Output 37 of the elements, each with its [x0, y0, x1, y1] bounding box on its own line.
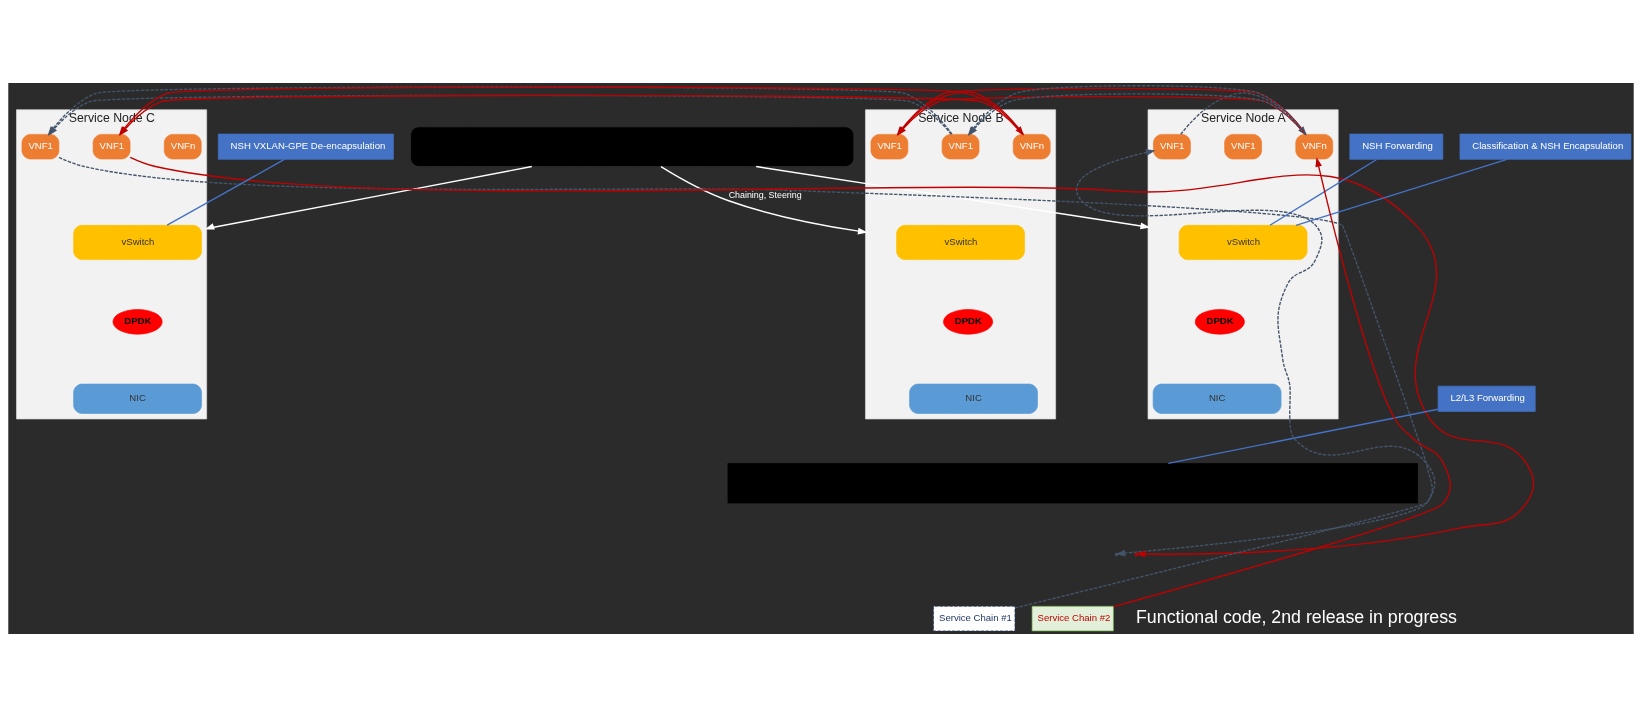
node-box: NSH VXLAN-GPE De-encapsulation	[217, 133, 394, 160]
node-box: VNF1	[92, 134, 131, 160]
node-box: VNF1	[941, 134, 980, 160]
node-box: Service Chain #1	[933, 605, 1016, 632]
arrow	[755, 165, 1151, 230]
arrow	[1112, 157, 1451, 608]
node-box: NSH Forwarding	[1349, 133, 1444, 160]
arrow	[204, 165, 533, 230]
label: Functional code, 2nd release in progress	[1136, 606, 1457, 627]
node-box: NIC	[1152, 383, 1282, 414]
connector	[1295, 158, 1508, 226]
node-box: VNF1	[870, 134, 909, 160]
node-box: vSwitch	[896, 225, 1025, 260]
node-box: Classification & NSH Encapsulation	[1459, 133, 1632, 160]
node-box: Service Chain #2	[1031, 605, 1114, 632]
node-box: vSwitch	[1178, 225, 1308, 260]
node-box: vSwitch	[73, 225, 202, 260]
node-ellipse: DPDK	[112, 309, 163, 335]
edge-label: Chaining, Steering	[728, 190, 802, 201]
arrow	[1014, 149, 1436, 609]
node-box: VNF1	[21, 134, 60, 160]
arrow	[660, 165, 868, 235]
node-box: VNFn	[1012, 134, 1051, 160]
connector	[166, 158, 286, 226]
node-box: L2/L3 Forwarding	[1437, 385, 1536, 412]
node-ellipse: DPDK	[1194, 309, 1245, 335]
connector	[1269, 158, 1378, 226]
node-box: VNF1	[1224, 134, 1262, 160]
node-box: VNF1	[1153, 134, 1191, 160]
node-box: NIC	[909, 383, 1038, 414]
node-box	[410, 126, 855, 167]
connector	[1167, 408, 1439, 465]
node-box: NIC	[73, 383, 202, 414]
node-bar	[727, 463, 1418, 504]
node-box: VNFn	[163, 134, 202, 160]
node-ellipse: DPDK	[943, 309, 994, 335]
node-box: VNFn	[1295, 134, 1334, 160]
